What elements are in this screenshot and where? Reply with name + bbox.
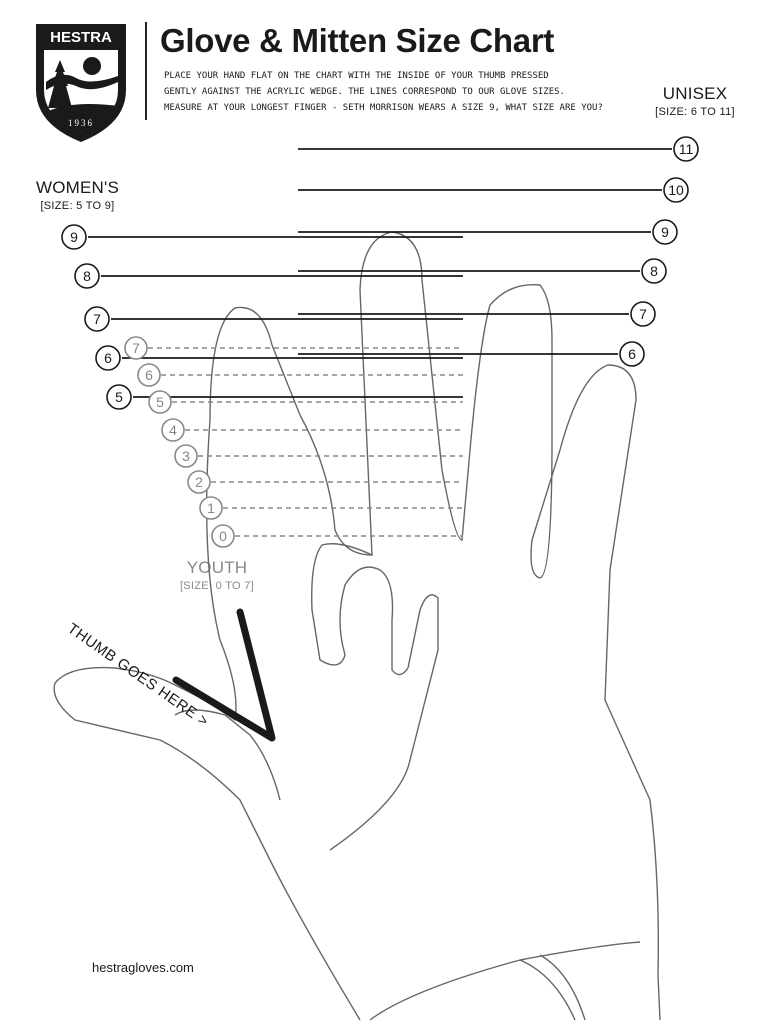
unisex-size-number: 9 — [661, 224, 669, 240]
ring-finger-outline — [329, 594, 439, 851]
unisex-size-marker — [641, 258, 667, 284]
youth-size-number: 7 — [132, 340, 140, 356]
logo-year: 1936 — [68, 118, 94, 128]
header-divider — [145, 22, 147, 120]
palm-outline — [53, 682, 361, 1021]
instruction-line: PLACE YOUR HAND FLAT ON THE CHART WITH T… — [164, 71, 549, 81]
womens-size-number: 6 — [104, 350, 112, 366]
womens-size-marker — [84, 306, 110, 332]
instructions: PLACE YOUR HAND FLAT ON THE CHART WITH T… — [164, 68, 664, 116]
unisex-size-number: 6 — [628, 346, 636, 362]
unisex-size-number: 8 — [650, 263, 658, 279]
unisex-size-marker — [663, 177, 689, 203]
youth-size-marker — [161, 418, 185, 442]
youth-size-marker — [199, 496, 223, 520]
womens-range: [SIZE: 5 TO 9] — [40, 200, 115, 212]
womens-size-number: 8 — [83, 268, 91, 284]
womens-size-marker — [95, 345, 121, 371]
youth-size-marker — [148, 390, 172, 414]
womens-size-marker — [74, 263, 100, 289]
youth-size-marker — [174, 444, 198, 468]
unisex-size-marker — [652, 219, 678, 245]
wrist-outline — [369, 941, 641, 1021]
womens-size-marker — [61, 224, 87, 250]
unisex-label: UNISEX [SIZE: 6 TO 11] — [640, 84, 750, 118]
middle-finger-outline — [339, 566, 409, 676]
youth-size-number: 6 — [145, 367, 153, 383]
womens-label: WOMEN'S [SIZE: 5 TO 9] — [20, 178, 135, 212]
index-finger-outline — [311, 543, 373, 666]
page-title: Glove & Mitten Size Chart — [160, 22, 555, 59]
unisex-size-marker — [619, 341, 645, 367]
youth-size-number: 5 — [156, 394, 164, 410]
youth-size-marker — [211, 524, 235, 548]
youth-size-number: 0 — [219, 528, 227, 544]
unisex-name: UNISEX — [662, 84, 728, 103]
youth-size-marker — [124, 336, 148, 360]
unisex-size-lines: 11 10 9 8 7 6 — [298, 136, 699, 367]
womens-size-marker — [106, 384, 132, 410]
youth-name: YOUTH — [186, 558, 248, 577]
unisex-size-number: 10 — [668, 182, 684, 198]
unisex-size-number: 11 — [679, 141, 694, 157]
instruction-line: MEASURE AT YOUR LONGEST FINGER - SETH MO… — [164, 103, 603, 113]
thumb-wedge — [172, 608, 276, 742]
unisex-size-number: 7 — [639, 306, 647, 322]
youth-label: YOUTH [SIZE: 0 TO 7] — [166, 558, 268, 592]
womens-size-number: 9 — [70, 229, 78, 245]
hestra-logo: HESTRA 1936 — [36, 24, 126, 142]
youth-size-marker — [187, 470, 211, 494]
hand-outline — [54, 231, 661, 1021]
youth-size-marker — [137, 363, 161, 387]
thumb-outline — [174, 709, 281, 801]
unisex-size-marker — [673, 136, 699, 162]
youth-size-number: 3 — [182, 448, 190, 464]
youth-size-number: 1 — [207, 500, 215, 516]
unisex-size-marker — [630, 301, 656, 327]
womens-name: WOMEN'S — [35, 178, 120, 197]
unisex-range: [SIZE: 6 TO 11] — [655, 106, 735, 118]
logo-wordmark: HESTRA — [50, 29, 112, 46]
youth-size-number: 2 — [195, 474, 203, 490]
instruction-line: GENTLY AGAINST THE ACRYLIC WEDGE. THE LI… — [164, 87, 565, 97]
womens-size-number: 5 — [115, 389, 123, 405]
youth-size-number: 4 — [169, 422, 177, 438]
youth-range: [SIZE: 0 TO 7] — [179, 580, 255, 592]
website-url[interactable]: hestragloves.com — [92, 960, 194, 975]
womens-size-number: 7 — [93, 311, 101, 327]
